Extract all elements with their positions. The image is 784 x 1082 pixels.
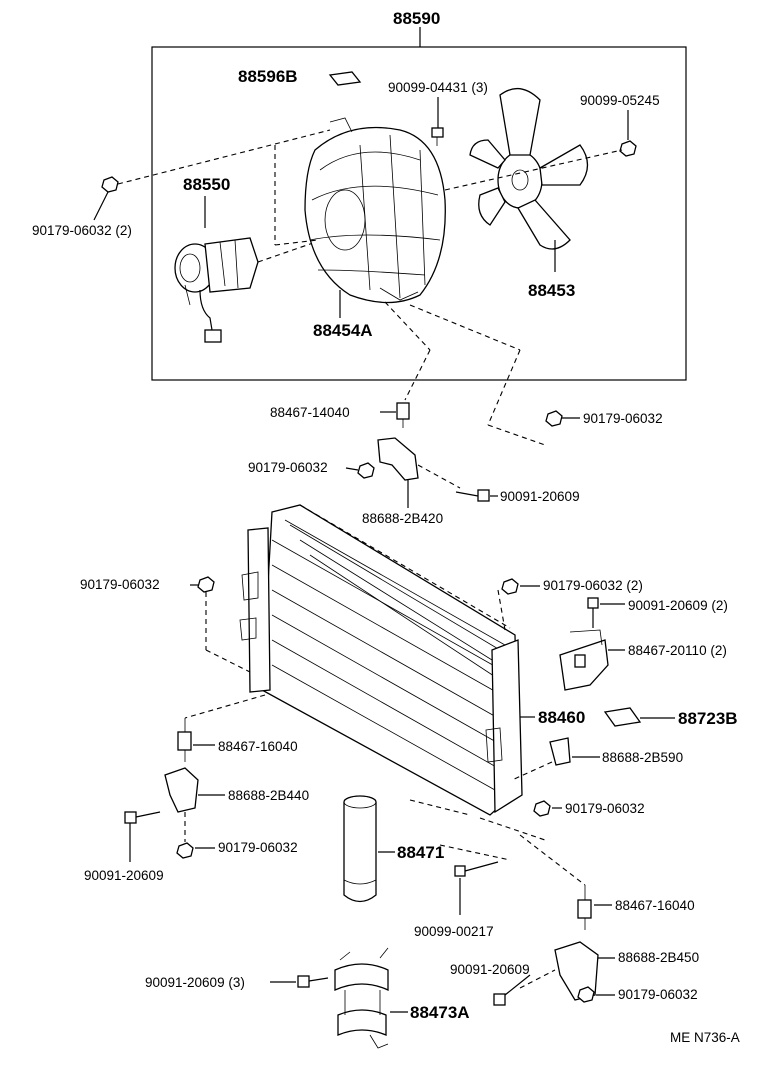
fan-blade-88453 (469, 88, 589, 250)
label-label-plate: 88723B (678, 709, 738, 728)
bolt-icon (493, 993, 506, 1006)
bracket-88688-2b590 (549, 737, 571, 766)
clamp-88473a (334, 947, 389, 1049)
label-nut-fan: 90099-05245 (580, 93, 660, 108)
label-nut-right-top: 90179-06032 (583, 411, 663, 426)
nut-icon (533, 800, 551, 817)
bolt-icon (455, 489, 490, 502)
label-fan-blade: 88453 (528, 281, 575, 300)
label-bolt-bottom: 90091-20609 (450, 962, 530, 977)
label-nut-left-low: 90179-06032 (218, 840, 298, 855)
label-bolt-clamp: 90091-20609 (3) (145, 975, 245, 990)
label-screw-receiver: 90099-00217 (414, 924, 494, 939)
switch-icon (177, 718, 192, 762)
fan-motor-88550 (174, 237, 259, 343)
label-bracket-bottom: 88688-2B450 (618, 950, 699, 965)
assembly-box (151, 27, 687, 381)
label-condenser: 88460 (538, 708, 585, 727)
bracket-88688-2b450 (554, 941, 599, 1001)
label-bolt-right: 90091-20609 (2) (628, 598, 728, 613)
label-switch-top: 88467-14040 (270, 405, 350, 420)
label-nut-cond-left: 90179-06032 (80, 577, 160, 592)
nut-icon (101, 176, 119, 193)
label-bracket-top: 88688-2B420 (362, 511, 443, 526)
nut-icon (357, 462, 375, 479)
switch-bracket-88467-20110 (559, 629, 609, 691)
label-assembly: 88590 (393, 9, 440, 28)
label-nut-bracket: 90179-06032 (248, 460, 328, 475)
plate-88596b (328, 71, 362, 86)
nut-icon (501, 578, 519, 595)
bolt-icon (124, 811, 161, 824)
bracket-88688-2b440 (164, 767, 199, 813)
label-plate-88723b (603, 707, 642, 727)
label-bolt-left-low: 90091-20609 (84, 868, 164, 883)
label-receiver: 88471 (397, 843, 444, 862)
label-switch-bottom: 88467-16040 (615, 898, 695, 913)
label-bolt-bracket: 90091-20609 (500, 489, 580, 504)
label-screw-3: 90099-04431 (3) (388, 80, 488, 95)
bolt-icon (587, 597, 599, 628)
label-clamp: 88473A (410, 1003, 470, 1022)
nut-icon (176, 842, 194, 859)
label-nut-cond-right: 90179-06032 (2) (543, 578, 643, 593)
condenser-88460 (239, 504, 523, 816)
switch-icon (577, 885, 592, 930)
bracket-88688-2b420 (377, 437, 419, 481)
figure-code: ME N736-A (670, 1030, 740, 1045)
label-bracket-left: 88688-2B440 (228, 788, 309, 803)
label-bracket-right: 88688-2B590 (602, 750, 683, 765)
nut-icon (197, 576, 215, 593)
label-shroud: 88454A (313, 321, 373, 340)
switch-icon (396, 402, 410, 428)
label-nut-motor: 90179-06032 (2) (32, 223, 132, 238)
receiver-88471 (343, 795, 377, 903)
label-nut-bottom: 90179-06032 (618, 987, 698, 1002)
label-switch-right: 88467-20110 (2) (628, 643, 727, 658)
label-switch-left: 88467-16040 (218, 739, 298, 754)
screw-icon (454, 861, 499, 877)
nut-icon (577, 986, 595, 1003)
label-plate: 88596B (238, 67, 298, 86)
fan-shroud-88454a (304, 117, 446, 304)
bolt-icon (297, 975, 329, 988)
nut-icon (619, 140, 637, 157)
label-motor: 88550 (183, 175, 230, 194)
screw-icon (431, 127, 444, 146)
label-nut-right-mid: 90179-06032 (565, 801, 645, 816)
nut-icon (545, 410, 563, 427)
